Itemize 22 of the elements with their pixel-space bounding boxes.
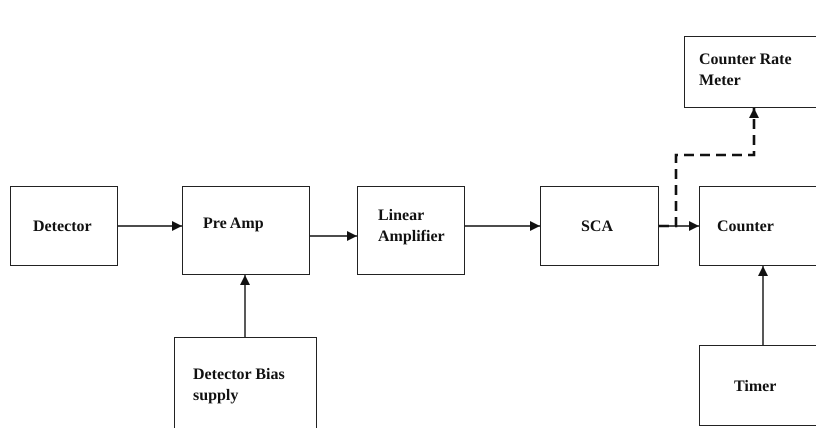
dashed-arrow: [659, 108, 759, 228]
node-label: Timer: [734, 377, 778, 397]
arrow: [118, 221, 182, 231]
process-box: [699, 186, 816, 266]
arrow: [758, 266, 768, 345]
arrow: [465, 221, 540, 231]
node-label: Detector: [33, 217, 93, 237]
process-box: [182, 186, 310, 275]
process-box: [540, 186, 659, 266]
process-box: [699, 345, 816, 426]
node-label: Counter: [717, 217, 775, 237]
arrow: [240, 275, 250, 337]
process-box: [174, 337, 317, 428]
node-label: Counter Rate Meter: [699, 50, 793, 91]
node-label: Linear Amplifier: [378, 206, 446, 247]
process-box: [10, 186, 118, 266]
process-box: [357, 186, 465, 275]
node-label: Pre Amp: [203, 214, 265, 234]
process-box: [684, 36, 816, 108]
node-label: SCA: [581, 217, 614, 237]
arrow: [310, 231, 357, 241]
node-label: Detector Bias supply: [193, 365, 286, 406]
